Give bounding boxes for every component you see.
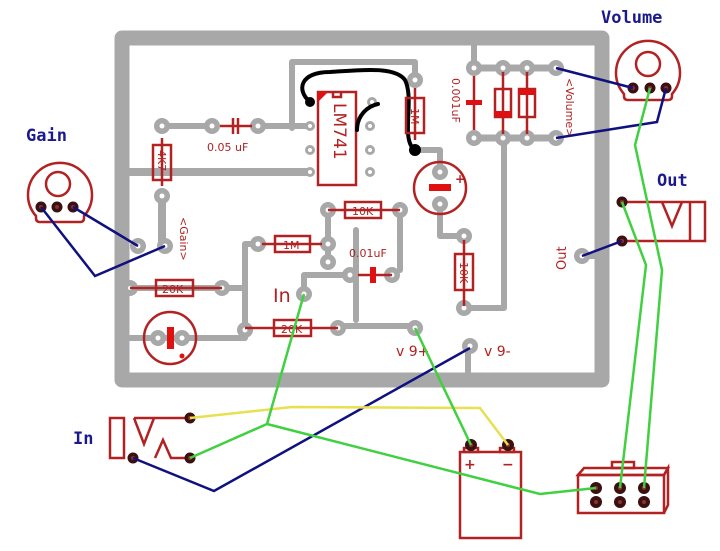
wire-blue-gain-1[interactable] <box>72 205 139 248</box>
pad-hole <box>325 241 331 247</box>
out-pad-label: Out <box>555 246 570 270</box>
battery-minus-label: − <box>502 457 514 473</box>
pad-hole <box>368 124 372 128</box>
out-jack[interactable]: Out <box>616 171 707 247</box>
wire-blue-volume-2[interactable] <box>555 87 668 140</box>
electrolytic-cap-left <box>142 310 198 366</box>
volume-potentiometer[interactable]: Volume <box>601 8 682 102</box>
out-label: Out <box>657 171 688 191</box>
resistor-1m-mid: 1M <box>262 234 322 254</box>
res-20k-b-label: 20K <box>281 323 303 336</box>
v9-plus-label: v 9+ <box>396 344 429 360</box>
wire-blue-out[interactable] <box>581 239 623 258</box>
wire-green-v9plus-battery[interactable] <box>413 327 473 446</box>
resistor-1m-top: 1M <box>404 88 426 140</box>
pad-hole <box>471 135 477 141</box>
resistor-10k-a: 10K <box>328 200 400 220</box>
pad-hole <box>524 65 530 71</box>
pad-hole <box>159 193 165 199</box>
res-1m-top-label: 1M <box>408 108 421 125</box>
volume-pads-label: <Volume> <box>563 78 576 137</box>
gain-label: Gain <box>26 126 67 146</box>
pad-hole <box>159 123 165 129</box>
hookup-wires <box>40 66 668 496</box>
battery-plus-label: + <box>464 457 476 473</box>
pad-hole <box>461 233 467 239</box>
pad-hole <box>308 170 312 174</box>
cap-0001-label: 0.001uF <box>449 78 462 123</box>
volume-label: Volume <box>601 8 662 28</box>
in-label: In <box>73 429 93 449</box>
pad-hole <box>471 65 477 71</box>
wire-yellow-in-battery[interactable] <box>189 405 509 446</box>
resistor-4k7: 4K7 <box>151 138 173 186</box>
wire-blue-gain-2[interactable] <box>40 206 166 278</box>
diode-2 <box>517 72 537 134</box>
wire-green-volume-switch[interactable] <box>633 87 664 489</box>
res-10k-a-label: 10K <box>352 205 374 218</box>
wire-green-in-switch[interactable] <box>266 422 597 496</box>
res-1m-mid-label: 1M <box>283 239 300 252</box>
capacitor-0-001uf: 0.001uF <box>449 76 482 130</box>
pad-hole <box>524 135 530 141</box>
capacitor-0-01uf: 0.01uF <box>349 247 392 283</box>
gain-pads-label: <Gain> <box>177 217 190 261</box>
cap-001-label: 0.01uF <box>349 247 387 260</box>
pad-hole <box>368 148 372 152</box>
pad-hole <box>255 123 261 129</box>
in-jack[interactable]: In <box>73 412 196 464</box>
wire-blue-ground[interactable] <box>132 346 471 493</box>
pad-hole <box>368 170 372 174</box>
res-4k7-label: 4K7 <box>155 150 168 171</box>
elec-plus-label: + <box>455 172 465 186</box>
pad-hole <box>179 335 185 341</box>
ic-label: LM741 <box>329 103 349 160</box>
pad-hole <box>155 335 161 341</box>
jumper-wires <box>300 67 421 156</box>
v9-minus-label: v 9- <box>484 344 511 360</box>
pad-hole <box>325 259 331 265</box>
pad-hole <box>308 124 312 128</box>
diode-1 <box>493 72 513 134</box>
pad-hole <box>467 343 473 349</box>
cap-005-label: 0.05 uF <box>207 141 248 154</box>
pad-hole <box>412 77 418 83</box>
pad-hole <box>347 272 353 278</box>
pad-hole <box>461 305 467 311</box>
pad-hole <box>308 148 312 152</box>
wire-green-out-switch[interactable] <box>618 201 648 489</box>
gain-potentiometer[interactable]: Gain <box>26 126 94 224</box>
in-pad-label: In <box>273 285 291 307</box>
resistor-10k-b: 10K <box>453 240 475 306</box>
res-10k-b-label: 10K <box>457 262 470 284</box>
res-20k-a-label: 20K <box>162 283 184 296</box>
wire-blue-volume-1[interactable] <box>555 66 634 90</box>
capacitor-0-05uf: 0.05 uF <box>207 118 252 154</box>
pad-hole <box>209 123 215 129</box>
board-outline <box>114 30 610 388</box>
battery-9v[interactable]: + − <box>458 439 523 540</box>
ic-lm741: LM741 <box>316 90 358 187</box>
pad-hole <box>500 65 506 71</box>
pad-hole <box>437 201 443 207</box>
pad-hole <box>437 169 443 175</box>
electrolytic-cap-right: + <box>412 160 468 216</box>
pad-hole <box>255 241 261 247</box>
pad-hole <box>500 135 506 141</box>
pad-hole <box>370 100 374 104</box>
resistor-20k-a: 20K <box>130 278 222 298</box>
